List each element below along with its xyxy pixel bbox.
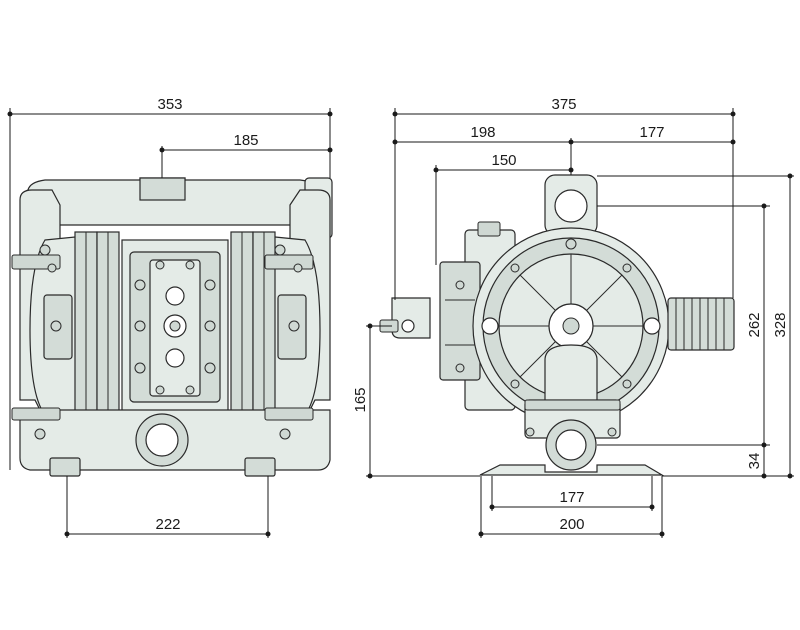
dim-222: 222 [155,516,180,533]
dim-165: 165 [352,387,369,412]
dim-262: 262 [746,312,763,337]
dim-185: 185 [233,132,258,149]
dimension-labels: 353 185 222 375 198 177 150 262 328 34 1… [155,96,789,533]
side-view-pump [379,174,735,476]
dim-200-base: 200 [559,516,584,533]
dimension-lines [7,108,794,538]
dim-177-base: 177 [559,489,584,506]
front-view-pump [11,177,333,477]
dim-177-top: 177 [639,124,664,141]
dim-34: 34 [746,453,763,470]
dim-150: 150 [491,152,516,169]
dim-375: 375 [551,96,576,113]
dim-328: 328 [772,312,789,337]
dim-198: 198 [470,124,495,141]
dim-353: 353 [157,96,182,113]
